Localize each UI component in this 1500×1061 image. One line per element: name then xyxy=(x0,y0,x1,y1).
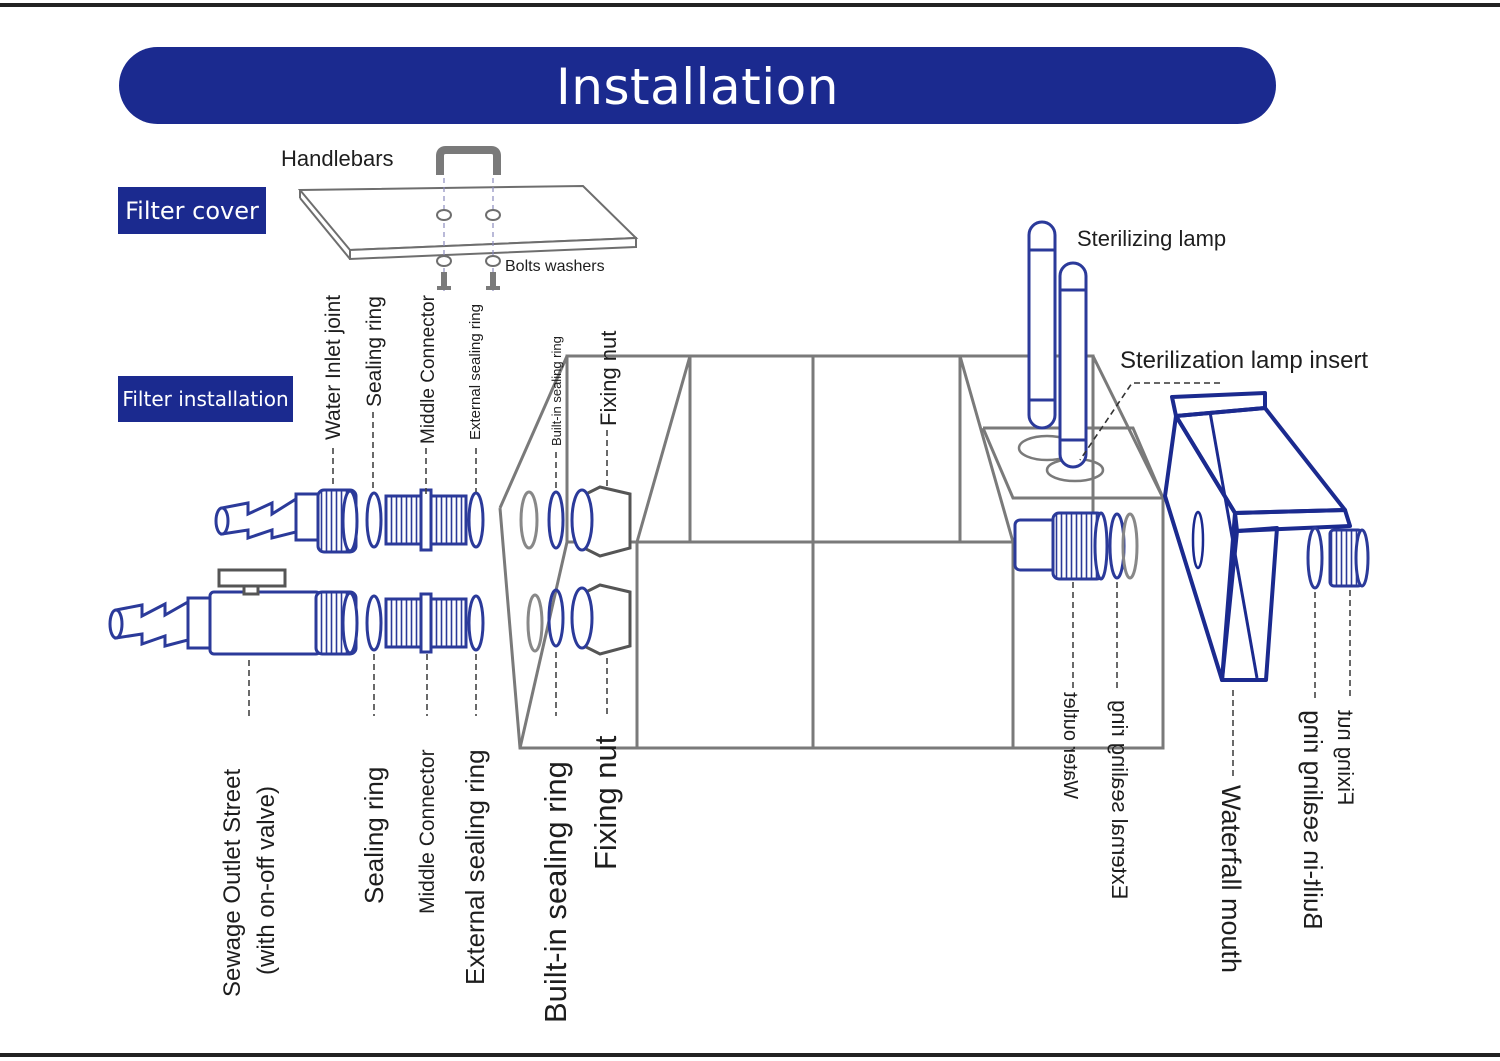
top-connector-parts xyxy=(365,485,632,558)
bolts-washers-label: Bolts washers xyxy=(505,258,605,275)
waterfall-mouth-icon xyxy=(1163,391,1352,682)
water-outlet-label: Water outlet xyxy=(1059,692,1081,800)
sealing-ring-label-bottom: Sealing ring xyxy=(359,767,389,904)
external-sealing-ring-label-right: External sealing ring xyxy=(1107,700,1132,899)
filter-tank xyxy=(498,354,1166,750)
builtin-sealing-ring-label-right: Built-in sealing ring xyxy=(1298,710,1328,930)
filter-cover xyxy=(297,184,639,261)
middle-connector-label-bottom: Middle Connector xyxy=(416,749,439,914)
bottom-labels: Sewage Outlet Street (with on-off valve)… xyxy=(219,735,623,1023)
filter-cover-tag: Filter cover xyxy=(118,187,266,234)
fixing-nut-label-top: Fixing nut xyxy=(596,331,621,426)
right-labels: Water outlet External sealing ring Water… xyxy=(1059,692,1358,974)
handlebars-label: Handlebars xyxy=(281,146,394,171)
sewage-outlet-valve-icon xyxy=(108,568,359,656)
bottom-connector-parts xyxy=(365,583,632,656)
water-inlet-joint-label: Water Inlet joint xyxy=(322,295,345,440)
sterilizing-lamp-icon xyxy=(1017,220,1105,483)
sewage-outlet-sublabel: (with on-off valve) xyxy=(253,786,280,975)
page-title: Installation xyxy=(556,58,839,116)
title-banner: Installation xyxy=(119,47,1276,124)
builtin-sealing-ring-label-bottom: Built-in sealing ring xyxy=(538,761,573,1023)
external-sealing-ring-label-bottom: External sealing ring xyxy=(460,749,490,985)
sealing-ring-label-top: Sealing ring xyxy=(363,296,386,407)
fixing-nut-label-right: Fixing nut xyxy=(1333,710,1358,805)
bottom-border xyxy=(0,1053,1500,1057)
middle-connector-label-top: Middle Connector xyxy=(418,294,439,444)
waterfall-mouth-label: Waterfall mouth xyxy=(1216,785,1246,973)
sterilizing-lamp-label: Sterilizing lamp xyxy=(1077,226,1226,251)
top-border xyxy=(0,3,1500,7)
cover-bolts xyxy=(436,178,501,292)
handlebar-icon xyxy=(436,146,501,175)
leader-lines xyxy=(248,412,1351,780)
right-fittings xyxy=(1013,511,1370,590)
builtin-sealing-ring-label-top: Built-in sealing ring xyxy=(549,336,564,446)
external-sealing-ring-label-top: External sealing ring xyxy=(467,304,484,440)
sewage-outlet-label: Sewage Outlet Street xyxy=(219,769,246,997)
fixing-nut-label-bottom: Fixing nut xyxy=(588,735,623,870)
water-inlet-joint-icon xyxy=(214,488,359,554)
sterilization-lamp-insert-label: Sterilization lamp insert xyxy=(1120,347,1368,374)
filter-installation-tag: Filter installation xyxy=(118,376,293,422)
top-labels: Water Inlet joint Sealing ring Middle Co… xyxy=(322,294,621,446)
